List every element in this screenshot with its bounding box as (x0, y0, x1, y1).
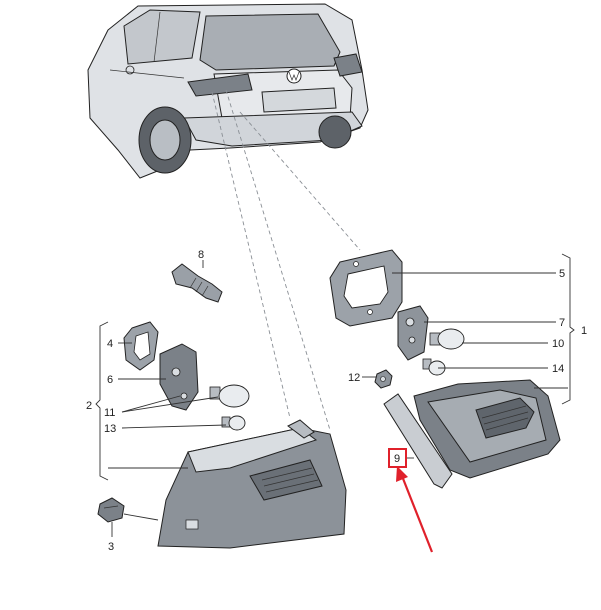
bolt-8 (172, 264, 222, 302)
clip-3 (98, 498, 124, 522)
gasket-left (124, 322, 158, 370)
callout-10: 10 (552, 338, 564, 350)
callout-6: 6 (107, 374, 113, 386)
callout-2: 2 (86, 400, 92, 412)
callout-5: 5 (559, 268, 565, 280)
callout-7: 7 (559, 317, 565, 329)
callout-3: 3 (108, 541, 114, 553)
bulb-14 (423, 359, 445, 375)
bulb-10 (430, 329, 464, 349)
bulb-13 (222, 416, 245, 430)
gasket-right (330, 250, 402, 326)
callout-4: 4 (107, 338, 113, 350)
bulb-11 (210, 385, 249, 407)
callout-8: 8 (198, 249, 204, 261)
nut-12 (375, 370, 392, 388)
bulb-holder-right (398, 306, 428, 360)
highlight-arrow (396, 466, 432, 552)
tail-light-outer (158, 420, 346, 548)
callout-12: 12 (348, 372, 360, 384)
callout-11: 11 (104, 407, 115, 419)
callout-9: 9 (394, 453, 400, 465)
callout-14: 14 (552, 363, 564, 375)
callout-1: 1 (581, 325, 587, 337)
callout-13: 13 (104, 423, 116, 435)
vehicle-rear-illustration (88, 4, 368, 178)
